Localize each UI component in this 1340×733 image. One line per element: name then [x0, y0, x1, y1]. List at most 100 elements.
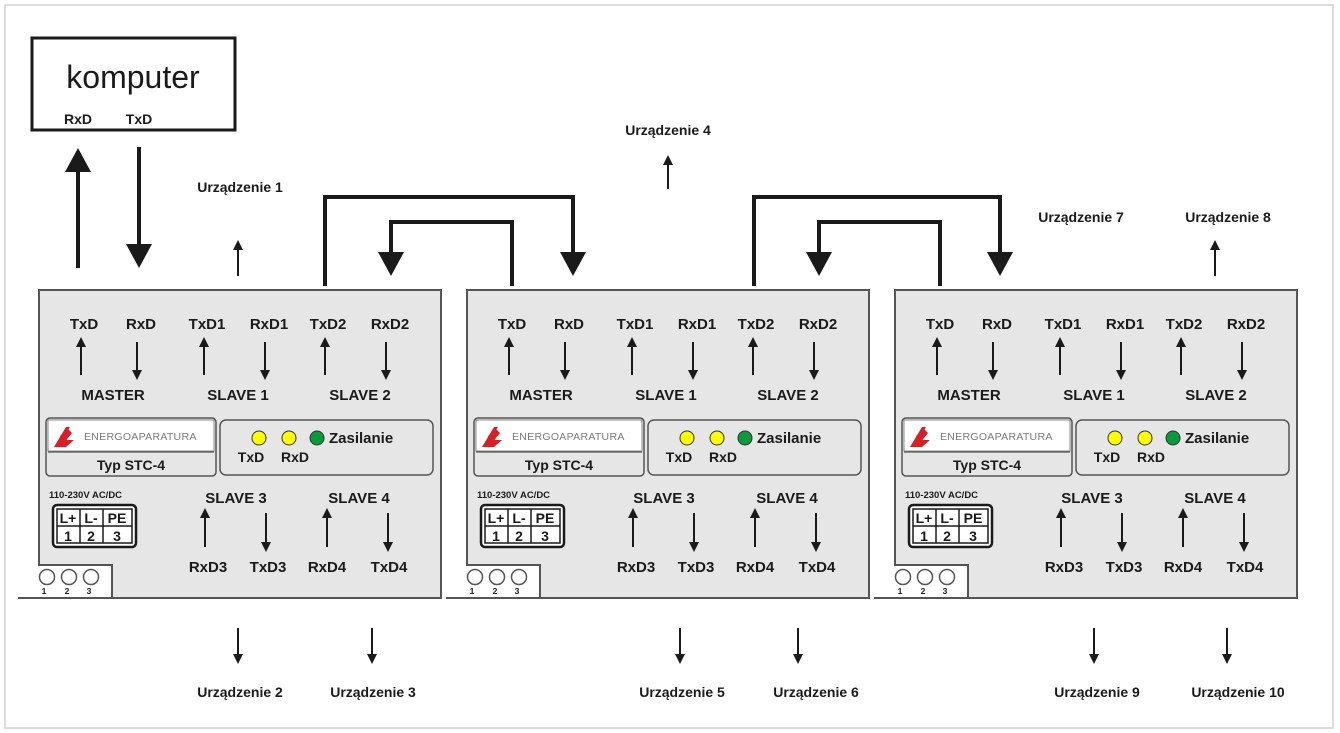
- port-label-rxd2: RxD2: [1227, 316, 1265, 333]
- screw-number: 1: [42, 586, 47, 596]
- port-label-txd3: TxD3: [1106, 559, 1143, 576]
- device-2-label: Urządzenie 2: [197, 684, 283, 700]
- device-9-label: Urządzenie 9: [1054, 684, 1140, 700]
- brand-name: ENERGOAPARATURA: [940, 431, 1053, 443]
- computer-frame: [30, 36, 237, 132]
- terminal-name-1: L+: [488, 510, 505, 526]
- screw-terminal-icon: [82, 568, 100, 586]
- power-label: Zasilanie: [1185, 430, 1249, 447]
- port-label-txd4: TxD4: [371, 559, 408, 576]
- device-8-label: Urządzenie 8: [1185, 209, 1271, 225]
- port-label-txd2: TxD2: [738, 316, 775, 333]
- link-2-3-forward-arrowhead: [987, 252, 1013, 276]
- port-label-rxd3: RxD3: [1045, 559, 1083, 576]
- voltage-label: 110-230V AC/DC: [477, 490, 550, 501]
- device-5-label: Urządzenie 5: [639, 684, 725, 700]
- port-label-txd4: TxD4: [1227, 559, 1264, 576]
- led-rxd-label: RxD: [281, 449, 309, 465]
- led-panel: [219, 419, 434, 476]
- port-label-rxd4: RxD4: [308, 559, 347, 576]
- brand-name: ENERGOAPARATURA: [84, 431, 197, 443]
- screw-number: 3: [943, 586, 948, 596]
- screw-number: 2: [65, 586, 70, 596]
- screw-terminal-icon: [938, 568, 956, 586]
- led-rxd-label: RxD: [709, 449, 737, 465]
- terminal-name-2: L-: [512, 510, 526, 526]
- port-label-rxd: RxD: [554, 316, 584, 333]
- led-rxd-icon: [1137, 430, 1153, 446]
- led-rxd-icon: [281, 430, 297, 446]
- led-rxd-icon: [709, 430, 725, 446]
- voltage-label: 110-230V AC/DC: [905, 490, 978, 501]
- group-label-slave-3: SLAVE 3: [1061, 490, 1122, 507]
- led-rxd-label: RxD: [1137, 449, 1165, 465]
- computer-rxd-label: RxD: [64, 111, 92, 127]
- port-label-rxd: RxD: [982, 316, 1012, 333]
- group-label-slave-4: SLAVE 4: [328, 490, 390, 507]
- led-panel: [647, 419, 862, 476]
- screw-number: 3: [87, 586, 92, 596]
- brand-logo-box: [475, 419, 643, 452]
- port-label-rxd3: RxD3: [617, 559, 655, 576]
- power-label: Zasilanie: [757, 430, 821, 447]
- computer-title: komputer: [66, 59, 200, 95]
- port-label-txd1: TxD1: [1045, 316, 1082, 333]
- link-2-3-forward: [752, 195, 1002, 286]
- port-label-rxd3: RxD3: [189, 559, 227, 576]
- link-1-2-forward-arrowhead: [560, 252, 586, 276]
- port-label-txd4: TxD4: [799, 559, 836, 576]
- module-type-label: Typ STC-4: [525, 457, 593, 473]
- port-label-txd1: TxD1: [189, 316, 226, 333]
- group-label-slave-2: SLAVE 2: [1185, 387, 1246, 404]
- screw-terminal-icon: [60, 568, 78, 586]
- screw-terminal-icon: [488, 568, 506, 586]
- brand-logo-box: [47, 419, 215, 452]
- brand-logo-box: [903, 419, 1071, 452]
- diagram-frame: [4, 4, 1334, 729]
- computer-rx-arrowhead: [65, 148, 91, 172]
- led-txd-icon: [1107, 430, 1123, 446]
- screw-terminal-icon: [466, 568, 484, 586]
- link-2-3-return: [817, 220, 942, 286]
- module-type-label: Typ STC-4: [953, 457, 1021, 473]
- terminal-name-2: L-: [84, 510, 98, 526]
- link-2-3-return-arrowhead: [806, 252, 832, 276]
- link-1-2-return-arrowhead: [378, 252, 404, 276]
- port-label-rxd1: RxD1: [250, 316, 288, 333]
- screw-number: 3: [515, 586, 520, 596]
- led-txd-icon: [679, 430, 695, 446]
- screw-terminal-icon: [916, 568, 934, 586]
- device-labels: Urządzenie 1 Urządzenie 4 Urządzenie 7 U…: [197, 122, 1285, 700]
- led-txd-icon: [251, 430, 267, 446]
- port-label-txd: TxD: [926, 316, 955, 333]
- terminal-number-1: 1: [492, 528, 500, 544]
- terminal-name-2: L-: [940, 510, 954, 526]
- led-power-icon: [1165, 430, 1181, 446]
- terminal-name-3: PE: [536, 510, 555, 526]
- screw-terminal-icon: [894, 568, 912, 586]
- power-label: Zasilanie: [329, 430, 393, 447]
- terminal-name-1: L+: [60, 510, 77, 526]
- link-1-2-forward: [323, 195, 575, 286]
- port-label-rxd: RxD: [126, 316, 156, 333]
- module-type-label: Typ STC-4: [97, 457, 165, 473]
- port-label-rxd4: RxD4: [1164, 559, 1203, 576]
- screw-terminal-icon: [38, 568, 56, 586]
- port-label-txd2: TxD2: [1166, 316, 1203, 333]
- port-label-txd3: TxD3: [678, 559, 715, 576]
- port-label-rxd4: RxD4: [736, 559, 775, 576]
- terminal-number-2: 2: [943, 528, 951, 544]
- group-label-slave-3: SLAVE 3: [205, 490, 266, 507]
- port-label-rxd2: RxD2: [371, 316, 409, 333]
- computer-links: [65, 147, 152, 268]
- terminal-number-1: 1: [920, 528, 928, 544]
- group-label-slave-1: SLAVE 1: [1063, 387, 1124, 404]
- screw-number: 2: [921, 586, 926, 596]
- port-label-txd2: TxD2: [310, 316, 347, 333]
- terminal-name-3: PE: [108, 510, 127, 526]
- port-label-rxd1: RxD1: [678, 316, 716, 333]
